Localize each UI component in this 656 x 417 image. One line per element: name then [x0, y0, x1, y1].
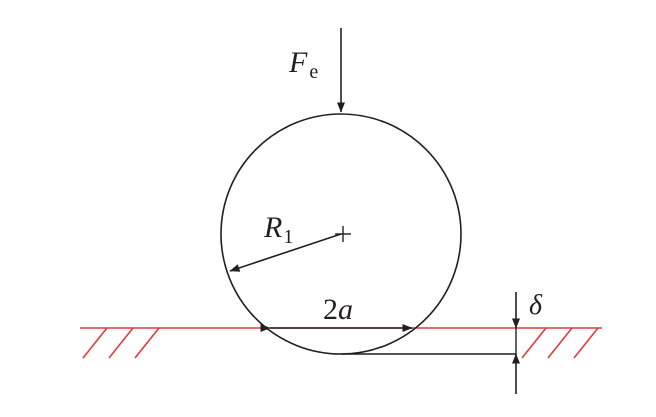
contact-width-label: 2a — [323, 293, 353, 326]
radius-label: R1 — [263, 211, 293, 248]
center-mark — [335, 226, 351, 242]
force-label-subscript: e — [309, 61, 318, 83]
radius-label-subscript: 1 — [283, 226, 293, 248]
ground-hatch-right — [521, 327, 599, 359]
contact-width-number: 2 — [323, 293, 338, 326]
deflection-label: δ — [529, 290, 543, 321]
ground-hatch-left — [82, 327, 160, 359]
contact-width-variable: a — [338, 293, 353, 326]
radius-arrow — [229, 233, 342, 272]
radius-label-main: R — [263, 211, 282, 244]
force-label-main: F — [288, 46, 308, 79]
